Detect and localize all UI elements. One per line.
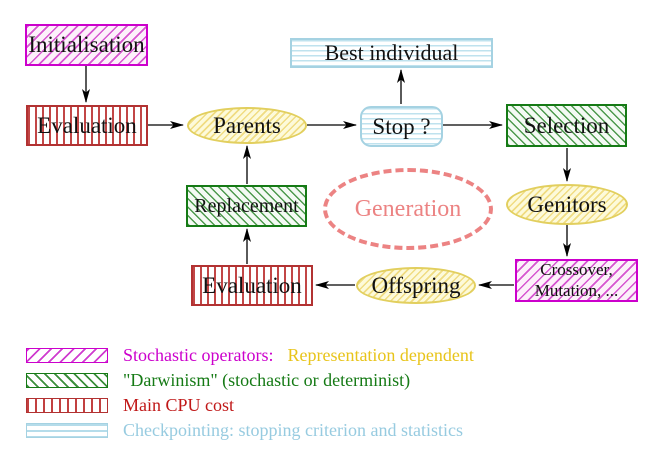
node-selection: Selection	[506, 104, 627, 147]
node-evaluation-top: Evaluation	[26, 105, 148, 146]
node-parents-label: Parents	[213, 112, 281, 138]
node-stop: Stop ?	[360, 106, 443, 147]
node-offspring-label: Offspring	[371, 272, 461, 298]
legend-swatch-cyan-horizontal-lines	[26, 422, 108, 438]
legend-row-main-cpu-cost: Main CPU cost	[26, 394, 235, 415]
node-offspring: Offspring	[356, 267, 476, 304]
legend-row-darwinism: "Darwinism" (stochastic or determinist)	[26, 369, 411, 390]
node-generation: Generation	[323, 168, 493, 250]
legend-row-stochastic-operators: Stochastic operators: Representation dep…	[26, 344, 474, 365]
node-generation-label: Generation	[354, 195, 462, 222]
node-initialisation-label: Initialisation	[28, 32, 145, 57]
crossover-line1: Crossover,	[540, 260, 613, 280]
legend-label-checkpointing: Checkpointing: stopping criterion and st…	[123, 419, 463, 440]
node-selection-label: Selection	[523, 112, 610, 138]
legend-label-darwinism: "Darwinism" (stochastic or determinist)	[123, 369, 411, 390]
node-best-individual: Best individual	[290, 38, 493, 68]
node-evaluation-bottom-label: Evaluation	[202, 272, 302, 298]
legend-swatch-red-vertical-lines	[26, 397, 108, 413]
node-replacement-label: Replacement	[194, 194, 299, 217]
node-evaluation-top-label: Evaluation	[37, 112, 137, 138]
crossover-line2: Mutation, ...	[534, 280, 619, 300]
node-initialisation: Initialisation	[25, 24, 148, 66]
legend-swatch-green-diagonal-hatch	[26, 372, 108, 388]
node-evaluation-bottom: Evaluation	[191, 265, 313, 306]
node-crossover-mutation: Crossover, Mutation, ...	[515, 259, 638, 302]
legend-label-representation-dependent: Representation dependent	[287, 344, 474, 365]
legend-row-checkpointing: Checkpointing: stopping criterion and st…	[26, 419, 463, 440]
node-genitors: Genitors	[506, 184, 628, 225]
node-stop-label: Stop ?	[372, 113, 431, 139]
legend-label-main-cpu-cost: Main CPU cost	[123, 394, 235, 415]
node-replacement: Replacement	[186, 185, 307, 227]
node-crossover-mutation-label: Crossover, Mutation, ...	[535, 260, 619, 301]
node-parents: Parents	[187, 107, 307, 144]
legend-swatch-magenta-diagonal-hatch	[26, 347, 108, 363]
node-best-individual-label: Best individual	[324, 40, 459, 65]
legend-label-stochastic-operators: Stochastic operators:	[123, 344, 274, 365]
node-genitors-label: Genitors	[527, 191, 607, 217]
